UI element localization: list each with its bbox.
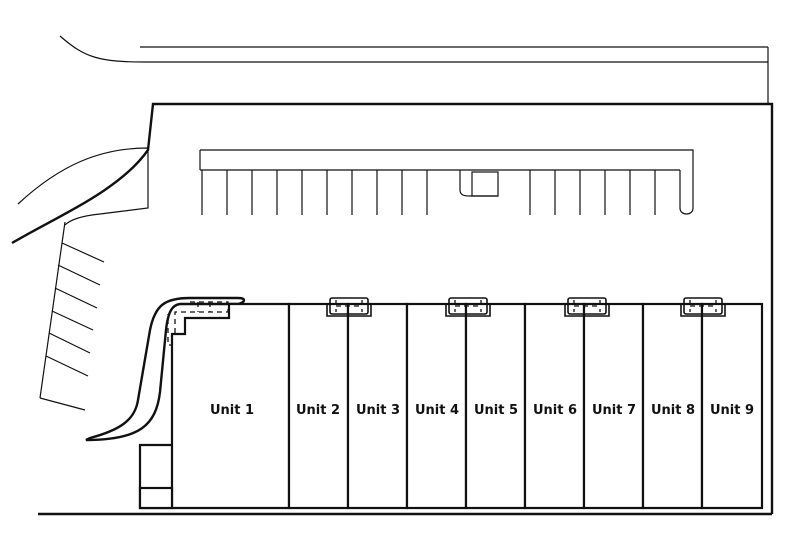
unit-4[interactable]: Unit 4: [405, 302, 468, 510]
hvac-box: [329, 297, 369, 315]
unit-4-label: Unit 4: [415, 403, 459, 418]
stall-line: [57, 264, 101, 286]
road-edge-lower: [59, 35, 768, 63]
unit-1-annex: [138, 486, 174, 510]
hvac-base: [680, 304, 726, 317]
dumpster-enclosure: [459, 170, 499, 197]
rooftop-equipment: [326, 297, 726, 317]
hvac-unit-2: [445, 297, 491, 317]
stall-line: [39, 397, 86, 411]
unit-5-label: Unit 5: [474, 403, 518, 418]
road: [59, 35, 769, 104]
dumpster-box: [471, 171, 499, 197]
hvac-unit-4: [680, 297, 726, 317]
unit-9-label: Unit 9: [710, 403, 754, 418]
unit-7-label: Unit 7: [592, 403, 636, 418]
walkway-dashed: [167, 301, 229, 346]
hvac-box: [448, 297, 488, 315]
unit-5-outline: [464, 302, 527, 510]
left-parking-edge: [39, 221, 66, 399]
entrance-curb: [17, 147, 149, 226]
unit-7[interactable]: Unit 7: [582, 302, 645, 510]
hvac-box: [567, 297, 607, 315]
enclosure-wall: [459, 170, 498, 197]
hvac-detail: [573, 300, 601, 312]
landscape-island: [85, 296, 246, 442]
hvac-unit-1: [326, 297, 372, 317]
stall-line: [48, 332, 91, 354]
stall-line: [61, 242, 105, 263]
unit-3-outline: [346, 302, 409, 510]
unit-6[interactable]: Unit 6: [523, 302, 586, 510]
unit-2-label: Unit 2: [296, 403, 340, 418]
hvac-detail: [454, 300, 482, 312]
unit-7-outline: [582, 302, 645, 510]
unit-9[interactable]: Unit 9: [700, 302, 764, 510]
unit-3[interactable]: Unit 3: [346, 302, 409, 510]
walkway-crossing: [197, 302, 211, 312]
stall-line: [54, 287, 98, 309]
stall-line: [51, 310, 94, 331]
hvac-base: [326, 304, 372, 317]
hvac-box: [683, 297, 723, 315]
unit-3-label: Unit 3: [356, 403, 400, 418]
hvac-unit-3: [564, 297, 610, 317]
unit-1[interactable]: Unit 1: [138, 302, 291, 510]
unit-2[interactable]: Unit 2: [287, 302, 350, 510]
parking-lot-outline: [200, 149, 694, 215]
hvac-detail: [335, 300, 363, 312]
top-parking-stalls: [201, 170, 656, 215]
hvac-detail: [689, 300, 717, 312]
unit-9-outline: [700, 302, 764, 510]
unit-8-label: Unit 8: [651, 403, 695, 418]
unit-6-label: Unit 6: [533, 403, 577, 418]
unit-8[interactable]: Unit 8: [641, 302, 704, 510]
left-parking-stalls: [39, 221, 105, 411]
unit-5[interactable]: Unit 5: [464, 302, 527, 510]
walkway-path: [167, 301, 229, 346]
hvac-base: [564, 304, 610, 317]
unit-1-label: Unit 1: [210, 403, 254, 418]
stall-line: [45, 355, 89, 377]
hvac-base: [445, 304, 491, 317]
